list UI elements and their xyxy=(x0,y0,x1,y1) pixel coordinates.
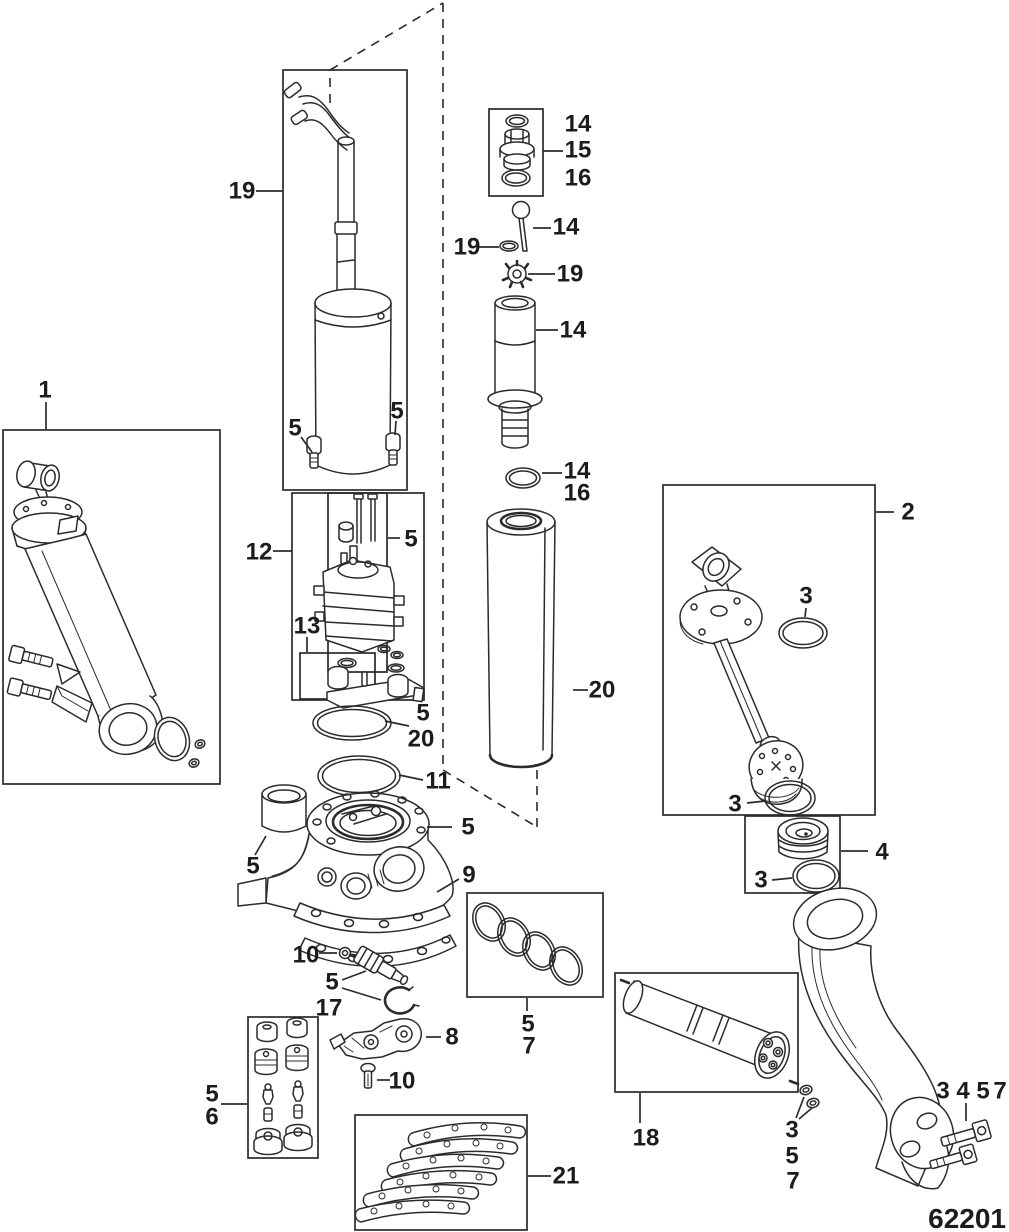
callout-end-cap-oring: 3 xyxy=(754,867,767,894)
shim-plates xyxy=(354,1122,527,1223)
callout-motor-screw-right: 5 xyxy=(390,398,403,425)
callout-cotter-pin: 14 xyxy=(553,214,580,241)
oring-set xyxy=(472,902,583,986)
trim-cylinder xyxy=(619,978,800,1086)
group-box-19 xyxy=(282,69,408,491)
callout-trim-cylinder: 18 xyxy=(633,1125,660,1152)
callout-labels: 1 19 14 15 16 14 19 19 14 14 16 20 2 3 3… xyxy=(38,111,1006,1195)
small-oring xyxy=(499,240,519,252)
callout-small-oring: 19 xyxy=(454,234,481,261)
callout-screw-lower: 10 xyxy=(389,1068,416,1095)
callout-bushing: 5 xyxy=(246,853,259,880)
cotter-pin xyxy=(511,200,531,252)
callout-fill-plug: 15 xyxy=(565,137,592,164)
rod-oring-lower xyxy=(764,780,816,816)
group-box-2 xyxy=(662,484,876,816)
group-box-18 xyxy=(614,972,799,1093)
callout-reservoir-oring-alt: 16 xyxy=(564,480,591,507)
reservoir-oring xyxy=(505,467,541,489)
electric-motor xyxy=(283,81,392,475)
fill-plug-group xyxy=(499,114,535,187)
callout-reservoir-oring: 14 xyxy=(564,458,591,485)
group-box-4 xyxy=(744,815,841,894)
callout-fitting-kit-b: 6 xyxy=(205,1104,218,1131)
callout-valve-plate: 13 xyxy=(294,613,321,640)
snap-ring xyxy=(383,986,420,1015)
callout-manifold-body: 5 xyxy=(461,814,474,841)
screw-10-lower xyxy=(360,1062,376,1089)
callout-star-washer: 19 xyxy=(557,261,584,288)
callout-pump-screw-kit: 5 xyxy=(404,526,417,553)
callout-piston-rod-assembly: 2 xyxy=(901,499,914,526)
callout-lever: 8 xyxy=(445,1024,458,1051)
manifold-body xyxy=(237,790,454,934)
piston-rod-assembly xyxy=(679,546,828,805)
callout-motor-screw-left: 5 xyxy=(288,415,301,442)
drawing-number: 62201 xyxy=(928,1203,1006,1232)
reservoir-tube xyxy=(486,508,556,769)
callout-trim-cylinder-assembly: 1 xyxy=(38,377,51,404)
bushing xyxy=(261,784,307,833)
callout-fill-plug-oring-top: 14 xyxy=(565,111,592,138)
pump-assembly xyxy=(313,493,405,660)
callout-arm-hardware-d: 7 xyxy=(993,1078,1006,1105)
tilt-cylinder-arm xyxy=(792,887,955,1190)
anode-plate xyxy=(298,934,457,968)
group-box-5-7 xyxy=(466,892,604,998)
callout-screw-upper: 10 xyxy=(293,942,320,969)
group-box-1 xyxy=(2,429,221,785)
callout-snap-ring: 17 xyxy=(316,995,343,1022)
valve-plate xyxy=(326,657,425,709)
manifold-oring xyxy=(317,755,401,797)
callout-trim-seal-b: 5 xyxy=(785,1143,798,1170)
callout-arm-hardware-c: 5 xyxy=(976,1078,989,1105)
callout-anode-plate: 9 xyxy=(462,862,475,889)
trim-cylinder-seals xyxy=(799,1084,820,1109)
callout-manifold-ring: 20 xyxy=(408,726,435,753)
callout-trim-seal-a: 3 xyxy=(785,1117,798,1144)
trim-cylinder-assembly xyxy=(6,460,206,768)
callout-fitting-kit-a: 5 xyxy=(205,1081,218,1108)
fitting-kit xyxy=(253,1017,313,1156)
leader-lines xyxy=(45,150,967,1177)
group-box-5-6 xyxy=(247,1016,319,1159)
callout-rod-oring-lower: 3 xyxy=(728,791,741,818)
star-washer xyxy=(501,259,533,289)
group-boxes xyxy=(2,69,876,1231)
callout-fill-plug-oring-bottom: 16 xyxy=(565,165,592,192)
motor-screw-right xyxy=(385,432,401,466)
callout-arm-hardware-b: 4 xyxy=(956,1078,970,1105)
callout-manifold-backup-ring: 5 xyxy=(416,700,429,727)
reservoir-neck xyxy=(487,295,543,449)
callout-end-cap: 4 xyxy=(875,839,889,866)
callout-reservoir-tube: 20 xyxy=(589,677,616,704)
callout-oring-set-b: 7 xyxy=(522,1033,535,1060)
manifold-backup-ring xyxy=(312,705,392,741)
group-box-21 xyxy=(354,1114,528,1231)
lever xyxy=(329,1017,422,1060)
callout-arm-hardware-a: 3 xyxy=(936,1078,949,1105)
callout-reservoir-neck: 14 xyxy=(560,317,587,344)
relief-valve xyxy=(353,945,409,986)
callout-pump-assembly: 12 xyxy=(246,539,273,566)
callout-shim-plates: 21 xyxy=(553,1163,580,1190)
motor-screw-left xyxy=(306,435,322,469)
mounting-bolts xyxy=(929,1119,992,1170)
callout-oring-set-a: 5 xyxy=(521,1011,534,1038)
callout-relief-valve: 5 xyxy=(325,969,338,996)
callout-manifold-oring: 11 xyxy=(425,768,450,795)
callout-electric-motor: 19 xyxy=(229,178,256,205)
end-cap xyxy=(777,817,840,893)
callout-rod-oring-upper: 3 xyxy=(799,583,812,610)
projection-dashed-lines xyxy=(329,2,538,828)
callout-trim-seal-c: 7 xyxy=(786,1168,799,1195)
group-box-14-15-16 xyxy=(488,108,544,197)
